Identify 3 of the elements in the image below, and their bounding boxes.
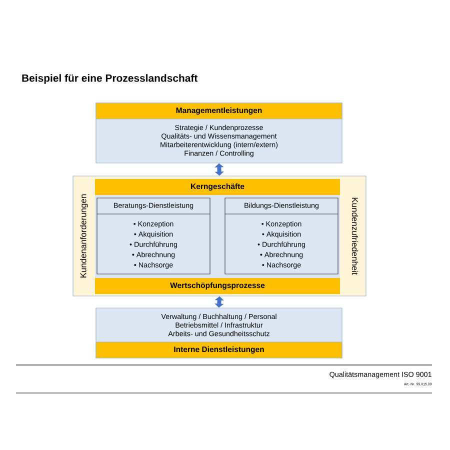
title: Beispiel für eine Prozesslandschaft (22, 74, 198, 84)
double-arrow (214, 163, 224, 176)
double-arrow (214, 296, 224, 308)
